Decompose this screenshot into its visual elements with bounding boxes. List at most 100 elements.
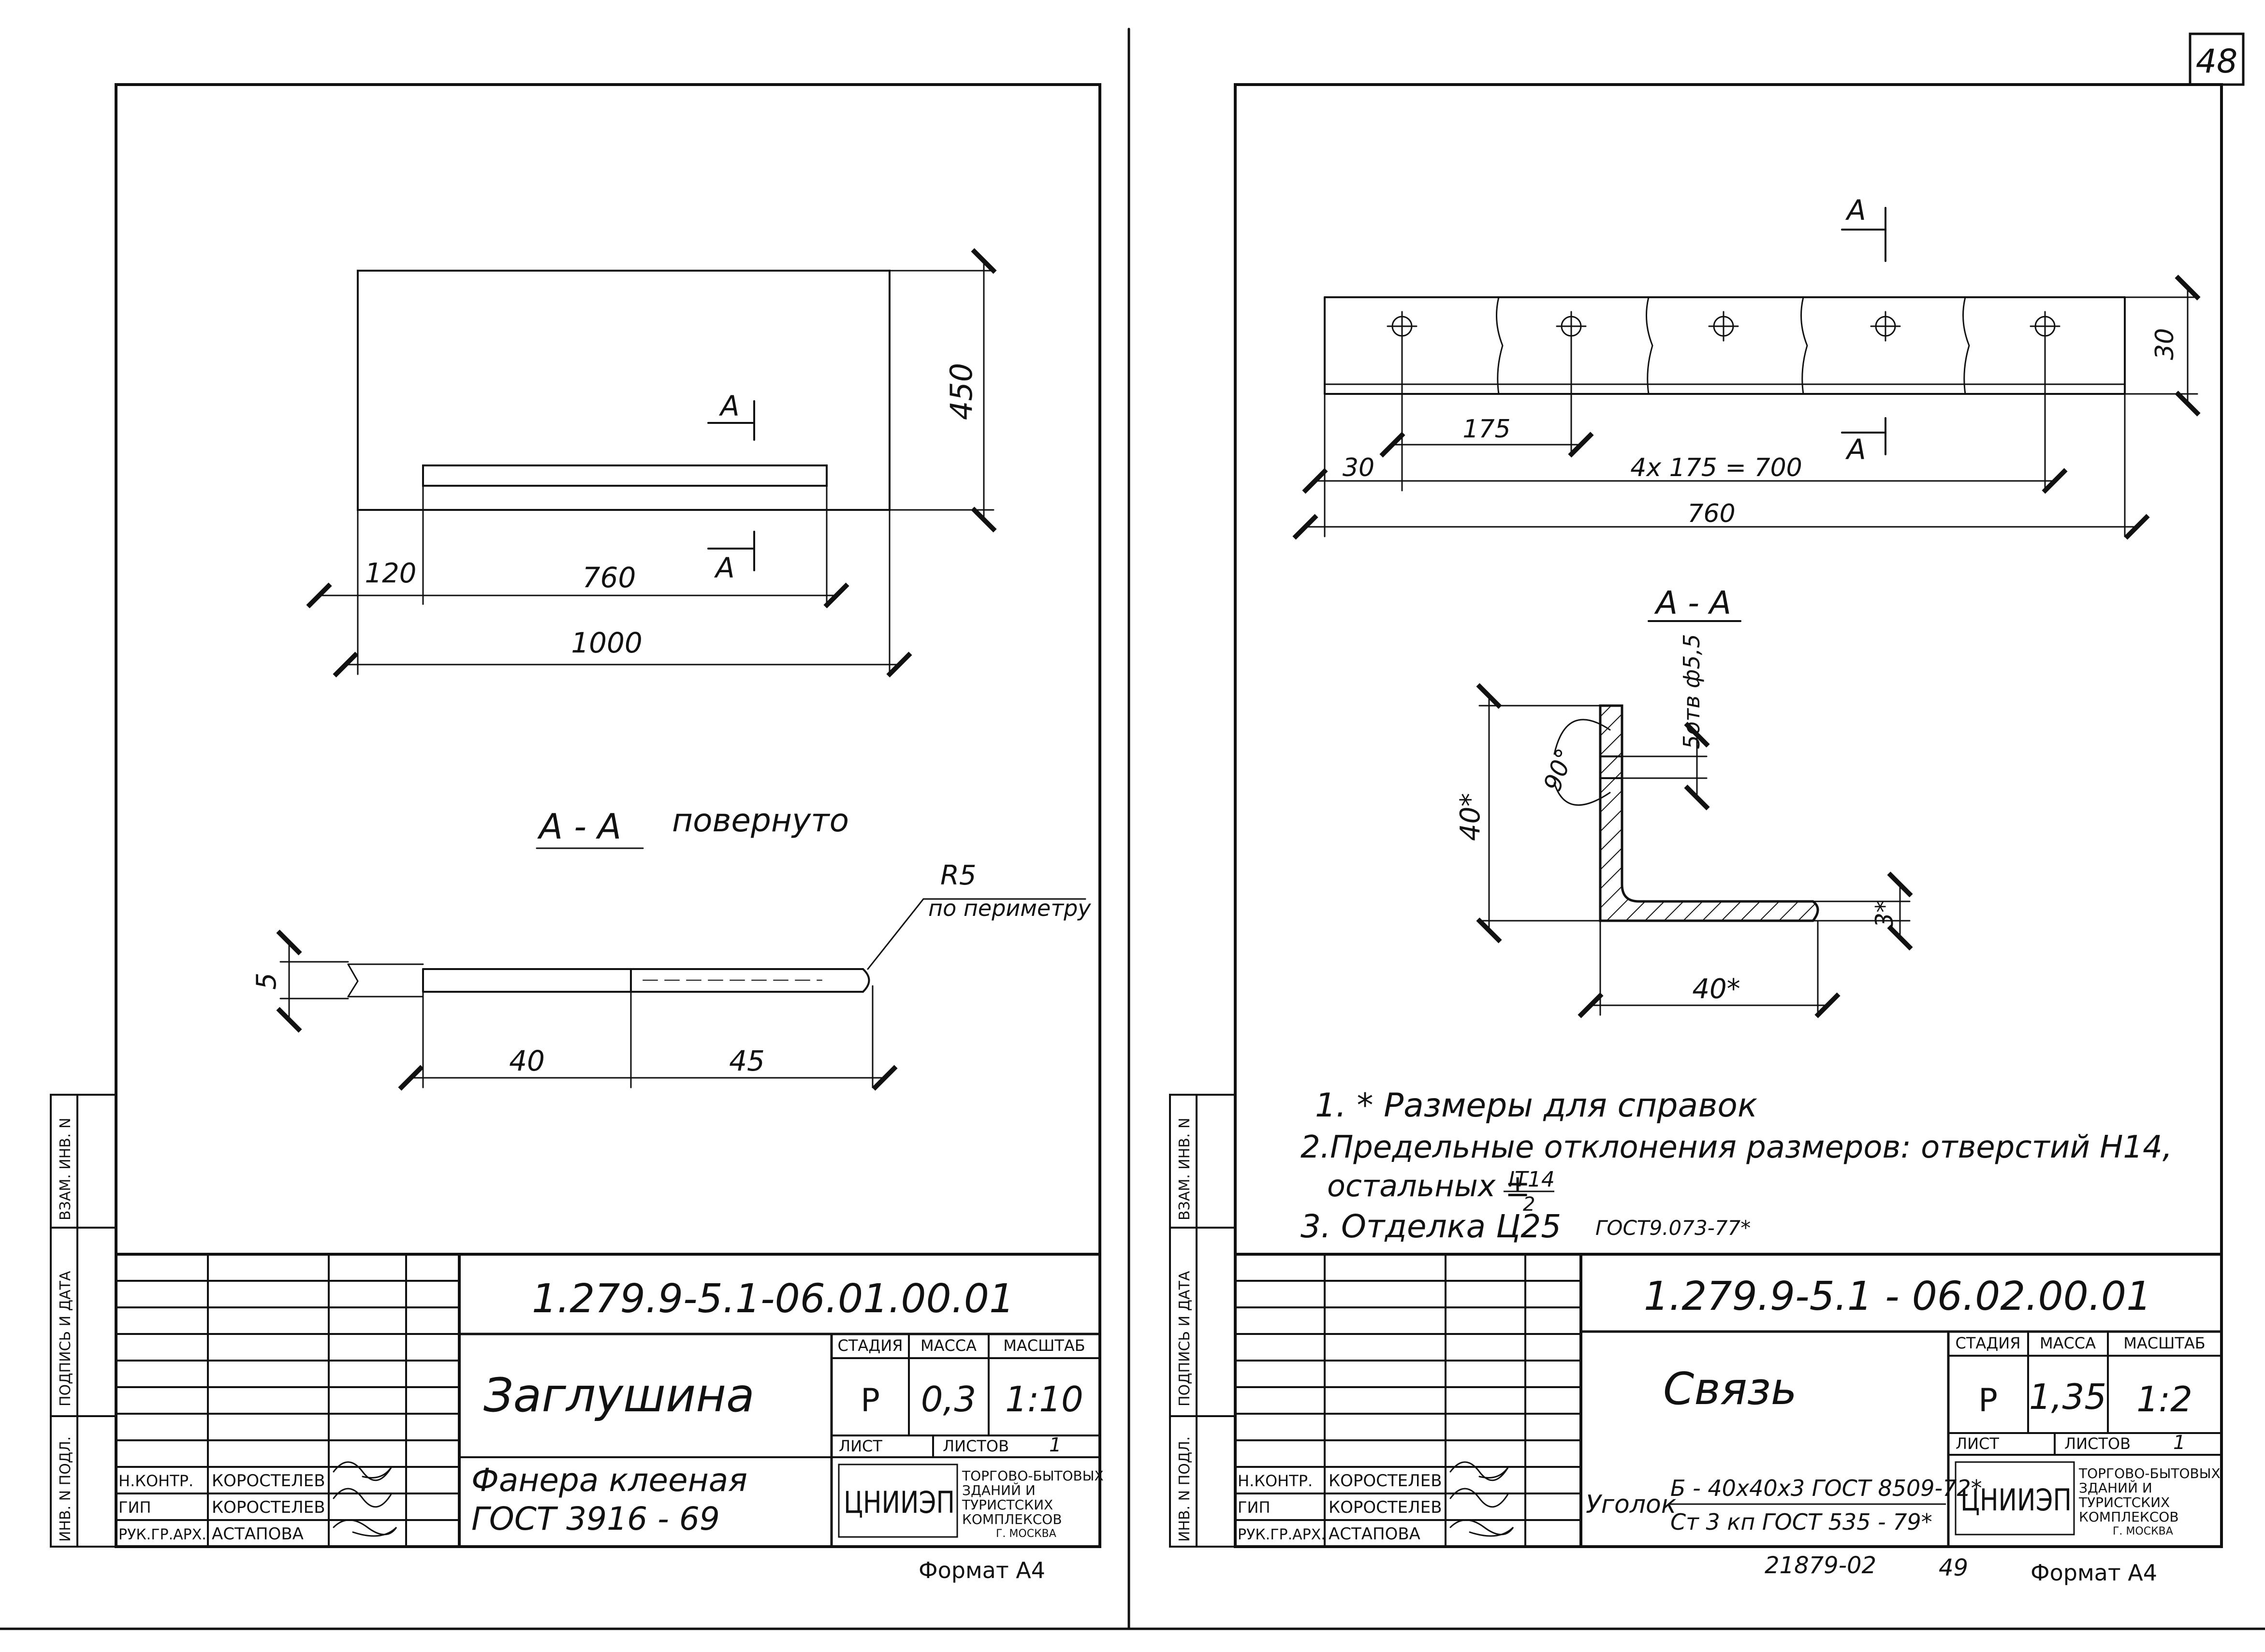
right-mass-header: МАССА (2040, 1334, 2096, 1352)
left-org-line4: КОМПЛЕКСОВ (962, 1511, 1062, 1527)
left-role-3: РУК.ГР.АРХ. (118, 1526, 206, 1543)
right-dim-40-horiz: 40* (1692, 973, 1740, 1005)
right-hole-label: 5отв ф5,5 (1679, 634, 1705, 749)
right-part-name: Связь (1663, 1363, 1797, 1415)
right-org-line4: КОМПЛЕКСОВ (2079, 1509, 2179, 1525)
left-designation: 1.279.9-5.1-06.01.00.01 (532, 1276, 1014, 1322)
left-stamp-1: ВЗАМ. ИНВ. N (57, 1118, 74, 1220)
right-archive-number: 21879-02 (1765, 1552, 1876, 1579)
left-dim-1000: 1000 (571, 626, 643, 659)
right-dim-175: 175 (1462, 415, 1510, 444)
right-note-2b-prefix: остальных ± (1327, 1168, 1530, 1203)
left-dim-45: 45 (729, 1044, 765, 1077)
right-note-2b-denom: 2 (1523, 1193, 1535, 1216)
left-dim-thickness: 5 (251, 972, 282, 990)
right-org-line2: ЗДАНИЙ И (2079, 1479, 2152, 1496)
right-sheets-value: 1 (2173, 1432, 2185, 1454)
left-format: Формат А4 (919, 1557, 1045, 1583)
right-note-3-suffix: ГОСТ9.073-77* (1595, 1216, 1751, 1240)
right-name-3: АСТАПОВА (1329, 1524, 1420, 1544)
left-org-line5: Г. МОСКВА (996, 1528, 1056, 1540)
left-name-1: КОРОСТЕЛЕВ (212, 1471, 325, 1491)
right-stage: Р (1978, 1382, 1998, 1419)
right-org-logo: ЦНИИЭП (1960, 1482, 2072, 1518)
right-dim-760: 760 (1687, 499, 1735, 528)
left-section-mark-top: А (718, 390, 740, 422)
left-sheets-label: ЛИСТОВ (943, 1437, 1009, 1455)
left-sheet-label: ЛИСТ (839, 1437, 882, 1455)
left-material-line2: ГОСТ 3916 - 69 (471, 1500, 720, 1537)
left-section-note: повернуто (672, 802, 849, 839)
left-plan-panel (357, 270, 891, 511)
left-dim-40: 40 (509, 1044, 545, 1077)
right-format: Формат А4 (2031, 1560, 2157, 1586)
left-mass-header: МАССА (921, 1336, 977, 1355)
right-angle-label: 90° (1538, 745, 1579, 795)
left-dim-120: 120 (365, 558, 417, 589)
right-section-mark-top: А (1845, 194, 1866, 227)
left-material-line1: Фанера клееная (471, 1462, 747, 1499)
right-dim-30-top: 30 (2150, 328, 2179, 360)
left-radius-label: R5 (940, 860, 977, 891)
right-material-line1: Б - 40х40х3 ГОСТ 8509-72* (1670, 1475, 1982, 1501)
right-sheet-frame (1234, 83, 2223, 1548)
right-scale-header: МАСШТАБ (2123, 1334, 2205, 1352)
angle-profile (1599, 704, 1819, 922)
right-role-1: Н.КОНТР. (1238, 1472, 1313, 1490)
right-dim-30-left: 30 (1343, 453, 1374, 482)
right-sheets-label: ЛИСТОВ (2064, 1435, 2131, 1453)
right-stamp-1: ВЗАМ. ИНВ. N (1176, 1118, 1193, 1220)
left-sheet-frame (115, 83, 1101, 1548)
right-role-3: РУК.ГР.АРХ. (1238, 1526, 1326, 1543)
right-note-3-prefix: 3. Отделка Ц25 (1301, 1208, 1561, 1245)
left-org-line3: ТУРИСТСКИХ (962, 1497, 1053, 1513)
left-stage: Р (861, 1382, 880, 1419)
right-material-prefix: Уголок (1586, 1490, 1677, 1519)
right-note-1: 1. * Размеры для справок (1315, 1087, 1757, 1125)
right-page-ref: 49 (1939, 1554, 1968, 1581)
right-sheet (333, 83, 2223, 1548)
left-org-line2: ЗДАНИЙ И (962, 1482, 1036, 1498)
left-sheets-value: 1 (1049, 1434, 1061, 1456)
left-dim-height: 450 (944, 363, 979, 420)
right-stamp-3: ИНВ. N ПОДЛ. (1176, 1436, 1193, 1542)
page-number: 48 (2196, 43, 2238, 81)
right-stamp-2: ПОДПИСЬ И ДАТА (1176, 1271, 1193, 1406)
right-section-mark-bottom: А (1845, 433, 1866, 466)
right-section-title: А - А (1654, 584, 1731, 622)
left-org-line1: ТОРГОВО-БЫТОВЫХ (962, 1468, 1104, 1484)
right-name-2: КОРОСТЕЛЕВ (1329, 1498, 1442, 1517)
right-org-line5: Г. МОСКВА (2113, 1525, 2173, 1537)
left-scale: 1:10 (1005, 1379, 1083, 1420)
right-role-2: ГИП (1238, 1498, 1271, 1517)
left-name-2: КОРОСТЕЛЕВ (212, 1498, 325, 1517)
right-dim-3: 3* (1870, 900, 1899, 928)
right-scale: 1:2 (2136, 1379, 2192, 1420)
left-stage-header: СТАДИЯ (838, 1336, 903, 1355)
right-designation: 1.279.9-5.1 - 06.02.00.01 (1644, 1274, 2151, 1319)
left-radius-note: по периметру (928, 895, 1091, 921)
right-mass: 1,35 (2029, 1377, 2106, 1417)
left-scale-header: МАСШТАБ (1003, 1336, 1085, 1355)
right-dim-40-vert: 40* (1455, 793, 1486, 841)
left-stamp-2: ПОДПИСЬ И ДАТА (57, 1271, 74, 1406)
left-part-name: Заглушина (483, 1368, 755, 1422)
left-dim-760: 760 (583, 561, 636, 594)
left-mass: 0,3 (921, 1379, 977, 1420)
left-role-1: Н.КОНТР. (118, 1472, 193, 1490)
left-section-mark-bottom: А (714, 551, 735, 584)
right-note-2b-numer: IT14 (1508, 1167, 1555, 1192)
left-org-logo: ЦНИИЭП (844, 1485, 955, 1520)
right-material-line2: Ст 3 кп ГОСТ 535 - 79* (1670, 1509, 1932, 1535)
right-stage-header: СТАДИЯ (1956, 1334, 2021, 1352)
right-sheet-label: ЛИСТ (1956, 1435, 1999, 1453)
right-name-1: КОРОСТЕЛЕВ (1329, 1471, 1442, 1491)
right-note-2: 2.Предельные отклонения размеров: отверс… (1301, 1130, 2172, 1165)
left-role-2: ГИП (118, 1498, 151, 1517)
left-stamp-3: ИНВ. N ПОДЛ. (57, 1436, 74, 1542)
right-org-line3: ТУРИСТСКИХ (2078, 1494, 2170, 1510)
right-org-line1: ТОРГОВО-БЫТОВЫХ (2078, 1465, 2221, 1481)
left-plan-slot (422, 464, 828, 487)
left-sheet (50, 83, 1101, 1548)
